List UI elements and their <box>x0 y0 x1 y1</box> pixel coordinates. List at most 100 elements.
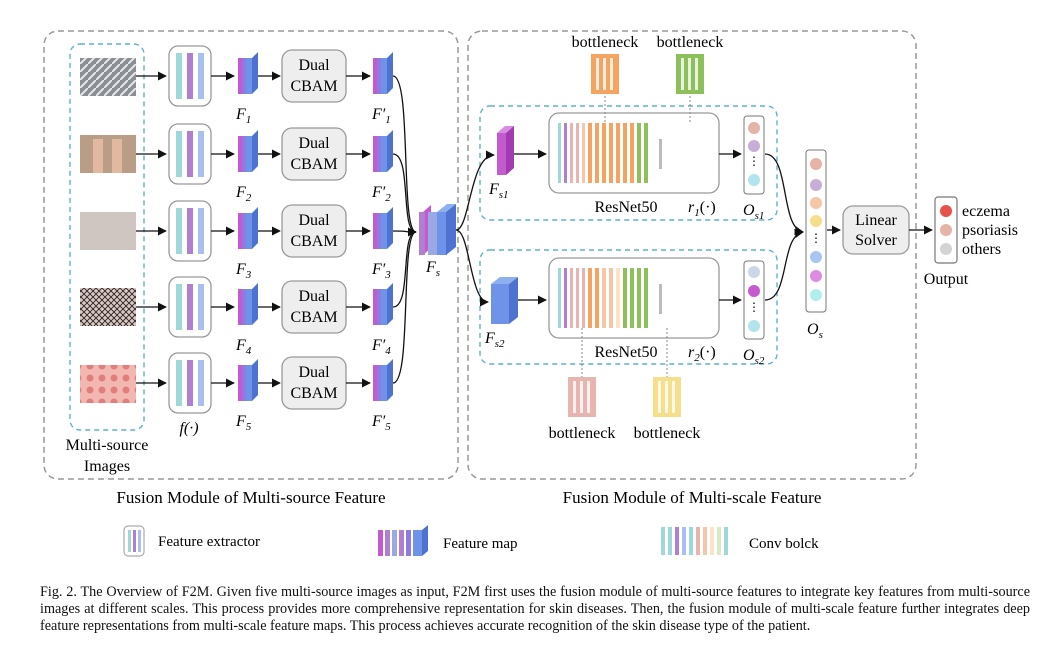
legend-conv-bar <box>696 527 700 555</box>
fm-layer <box>373 136 377 172</box>
fm-side <box>252 359 258 401</box>
source-image-4 <box>80 288 136 326</box>
fm-layer <box>377 136 381 172</box>
os2-label: Os2 <box>743 347 765 367</box>
bottleneck-stripe <box>587 381 590 413</box>
conv-bar <box>637 123 641 183</box>
extractor-bar <box>176 53 182 99</box>
fm-side <box>387 130 393 172</box>
bottleneck-label-top-1: bottleneck <box>572 34 639 51</box>
extractor-bar <box>187 284 193 330</box>
legend-conv-bar <box>675 527 679 555</box>
conv-bar <box>582 123 585 183</box>
extractor-bar <box>176 131 182 177</box>
legend-extractor-icon <box>123 525 145 557</box>
conv-bar <box>602 268 606 328</box>
fprime-label-5: F′5 <box>371 413 391 433</box>
conv-bar <box>588 268 592 328</box>
legend-conv-bar <box>661 527 665 555</box>
conv-bar <box>595 268 599 328</box>
fm-side <box>252 130 258 172</box>
fm-layer <box>381 58 387 94</box>
class-label-others: others <box>962 241 1001 258</box>
f-label-4: F4 <box>235 337 252 357</box>
r1-label: r1(·) <box>688 199 716 219</box>
module-left-title: Fusion Module of Multi-source Feature <box>116 488 385 507</box>
bottleneck-label-top-2: bottleneck <box>657 34 724 51</box>
legend-conv-block-text: Conv bolck <box>749 536 819 552</box>
extractor-bar <box>187 131 193 177</box>
class-dot-others <box>940 243 952 255</box>
conv-bar <box>616 123 620 183</box>
extractor-bar <box>187 208 193 254</box>
conv-bar <box>582 268 585 328</box>
conv-bar <box>595 123 599 183</box>
bottleneck-stripe <box>688 58 691 90</box>
arrow-to-fs <box>392 227 417 237</box>
vec-dot <box>810 158 822 170</box>
fm-side <box>252 52 258 94</box>
conv-bar <box>644 268 648 328</box>
fm-layer <box>246 58 252 94</box>
cbam-line2: CBAM <box>290 309 337 326</box>
vec-dot <box>810 289 822 301</box>
fs1-feature-map <box>497 126 514 175</box>
bottleneck-stripe <box>573 381 576 413</box>
fm-layer <box>246 289 252 325</box>
extractor-bar <box>176 208 182 254</box>
legend-feature-map-icon <box>378 525 428 556</box>
f-label-3: F3 <box>235 261 252 281</box>
fm-layer <box>238 365 242 401</box>
conv-bar <box>564 268 567 328</box>
conv-bar <box>588 123 592 183</box>
fs-feature-map <box>419 204 456 255</box>
conv-bar <box>576 123 579 183</box>
fm-layer <box>238 136 242 172</box>
vec-dots: ⋮ <box>810 231 822 245</box>
vec-dot <box>810 270 822 282</box>
extractor-bar <box>198 360 204 406</box>
conv-bar <box>659 284 662 314</box>
legend-feature-map-text: Feature map <box>443 536 518 552</box>
vec-dot <box>810 215 822 227</box>
bottleneck-stripe <box>695 58 698 90</box>
vec-frame <box>805 149 827 313</box>
fm-side <box>387 52 393 94</box>
multi-scale-module-frame <box>467 30 917 480</box>
branch2-frame <box>479 249 778 365</box>
bottleneck-stripe <box>672 381 675 413</box>
fm-side <box>387 359 393 401</box>
extractor-bar <box>198 53 204 99</box>
fm-layer <box>246 213 252 249</box>
cbam-line1: Dual <box>298 288 330 305</box>
cbam-line1: Dual <box>298 212 330 229</box>
os-vector: ⋮ <box>805 149 827 313</box>
conv-bar <box>644 123 648 183</box>
fm-layer <box>377 58 381 94</box>
legend-conv-block-icon <box>661 527 728 555</box>
vec-frame <box>743 260 765 340</box>
multi-source-module-frame <box>43 30 459 480</box>
extractor-bar <box>176 284 182 330</box>
feature-map-fprime3 <box>373 207 393 249</box>
fm-side <box>252 283 258 325</box>
fm-layer <box>246 136 252 172</box>
conv-bar <box>616 268 620 328</box>
bottleneck-stripe <box>681 58 684 90</box>
source-image-2 <box>80 135 136 173</box>
vec-dot <box>748 266 760 278</box>
bottleneck-stripe <box>603 58 606 90</box>
source-image-1 <box>80 58 136 96</box>
extractor-bar <box>187 360 193 406</box>
conv-bar <box>558 123 561 183</box>
multi-source-label-line2: Images <box>84 458 130 475</box>
class-label-eczema: eczema <box>962 203 1010 220</box>
fm-layer <box>373 58 377 94</box>
fprime-label-2: F′2 <box>371 184 391 204</box>
vec-dot <box>748 140 760 152</box>
fs-label: Fs <box>425 259 440 279</box>
